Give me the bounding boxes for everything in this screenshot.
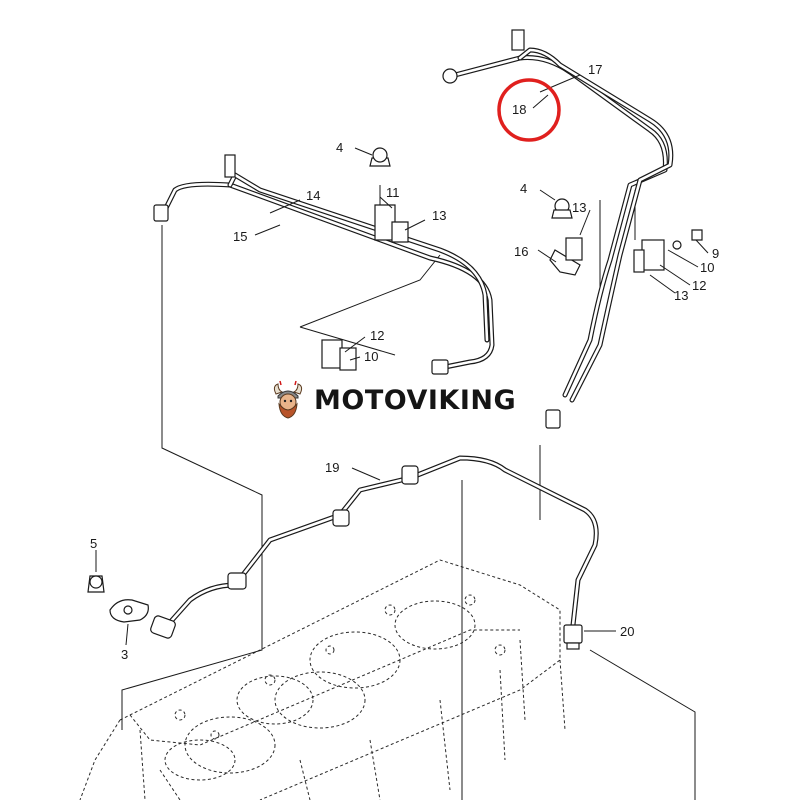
callout-3: 3	[121, 647, 128, 662]
callout-4-top: 4	[336, 140, 343, 155]
callout-labels: 17 18 4 11 13 14 15 4 13 16 9 10 13 12 1…	[90, 62, 719, 662]
callout-19: 19	[325, 460, 339, 475]
callout-17: 17	[588, 62, 602, 77]
pipe-19	[150, 455, 599, 650]
callout-14: 14	[306, 188, 320, 203]
callout-leaders	[95, 74, 709, 646]
callout-12-right: 12	[692, 278, 706, 293]
reference-lines	[121, 185, 696, 800]
callout-15: 15	[233, 229, 247, 244]
callout-12-mid: 12	[370, 328, 384, 343]
callout-13-top: 13	[432, 208, 446, 223]
callout-5: 5	[90, 536, 97, 551]
highlight-circle	[497, 78, 561, 142]
callout-16: 16	[514, 244, 528, 259]
brand-watermark: MOTOVIKING	[262, 375, 534, 425]
callout-20: 20	[620, 624, 634, 639]
pipe-17	[442, 29, 674, 429]
callout-10-right: 10	[700, 260, 714, 275]
brand-name: MOTOVIKING	[314, 384, 517, 416]
small-parts	[87, 147, 703, 623]
callout-4-right: 4	[520, 181, 527, 196]
pipe-14-15	[153, 154, 495, 375]
callout-13-mid: 13	[572, 200, 586, 215]
viking-mascot-icon	[273, 380, 303, 419]
callout-18: 18	[512, 102, 526, 117]
callout-13-right: 13	[674, 288, 688, 303]
callout-9: 9	[712, 246, 719, 261]
callout-11: 11	[386, 185, 400, 200]
engine-block	[79, 559, 566, 800]
callout-10-mid: 10	[364, 349, 378, 364]
